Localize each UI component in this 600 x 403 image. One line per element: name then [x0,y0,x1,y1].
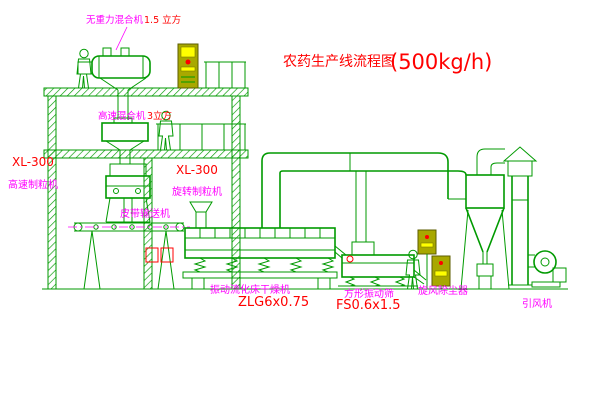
label-mixer2-name: 高速混合机 [98,110,146,122]
label-granulator-mid-name: 旋转制粒机 [172,185,222,198]
worker-figure-right [405,249,421,290]
worker-figure-top [76,48,92,89]
label-dryer-name: 振动流化床干燥机 [210,283,290,296]
induced-draft-fan [528,250,567,288]
label-leader-line [115,26,128,51]
high-speed-mixer [101,117,149,164]
label-granulator-mid-model: XL-300 [176,163,218,177]
label-mixer-top-name: 无重力混合机 [86,14,144,26]
label-granulator-left-model: XL-300 [12,155,54,169]
label-screen-name: 方形振动筛 [344,287,394,300]
label-fan: 引风机 [522,297,552,310]
fluid-bed-dryer [182,201,338,290]
granulator [105,163,151,223]
page-title: 农药生产线流程图 [283,54,395,70]
page-title-capacity: (500kg/h) [390,50,492,74]
label-mixer-top-size: 1.5 立方 [144,14,181,26]
gravity-mixer [77,47,151,120]
control-panel-platform [177,43,199,89]
exhaust-stack [502,146,538,286]
label-mixer2-size: 3立方 [147,110,172,122]
label-screen-model: FS0.6x1.5 [336,298,401,313]
control-panel-screen-upper [417,229,437,289]
label-granulator-left-name: 高速制粒机 [8,178,58,191]
control-panel-screen-lower [431,255,451,289]
cyclone-separator [460,148,510,290]
vibrating-screen [334,241,427,287]
label-cyclone: 旋风除尘器 [418,284,468,297]
exhaust-duct [261,152,467,242]
label-dryer-model: ZLG6x0.75 [238,295,309,310]
belt-conveyor [68,222,190,290]
label-conveyor: 皮带输送机 [120,207,170,220]
